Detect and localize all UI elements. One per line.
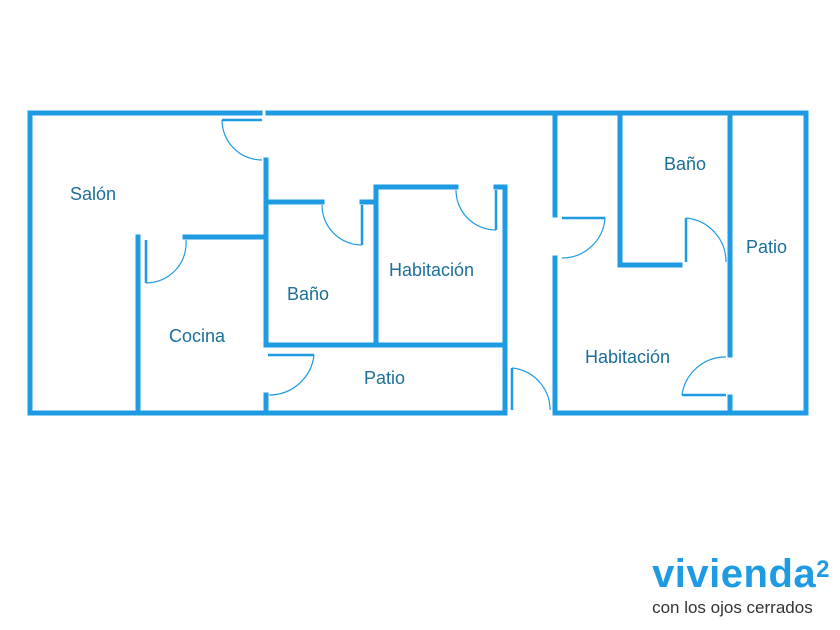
room-label-salon: Salón [70,184,116,204]
door-swing [268,354,315,396]
door-swing [321,204,363,246]
room-label-patio: Patio [364,368,405,388]
logo-word: vivienda [652,552,817,596]
logo-tagline: con los ojos cerrados [652,598,813,617]
logo-superscript: 2 [816,556,830,583]
room-labels: Salón Cocina Baño Habitación Patio Baño … [70,154,787,388]
brand-logo: vivienda2 con los ojos cerrados [652,554,830,618]
room-label-habitacion: Habitación [389,260,474,280]
door-swing [145,239,187,284]
door-swing [221,119,263,161]
door-swing [561,217,606,259]
room-label-cocina: Cocina [169,326,226,346]
door-swing [681,356,727,396]
door-swing [685,217,727,263]
room-label-bano: Baño [287,284,329,304]
door-swing [511,367,551,411]
room-label-bano-2: Baño [664,154,706,174]
door-swing [455,189,497,231]
logo-wordmark: vivienda2 [652,554,830,594]
room-label-patio-2: Patio [746,237,787,257]
room-label-habitacion-2: Habitación [585,347,670,367]
walls [27,110,809,416]
doors [144,118,727,411]
